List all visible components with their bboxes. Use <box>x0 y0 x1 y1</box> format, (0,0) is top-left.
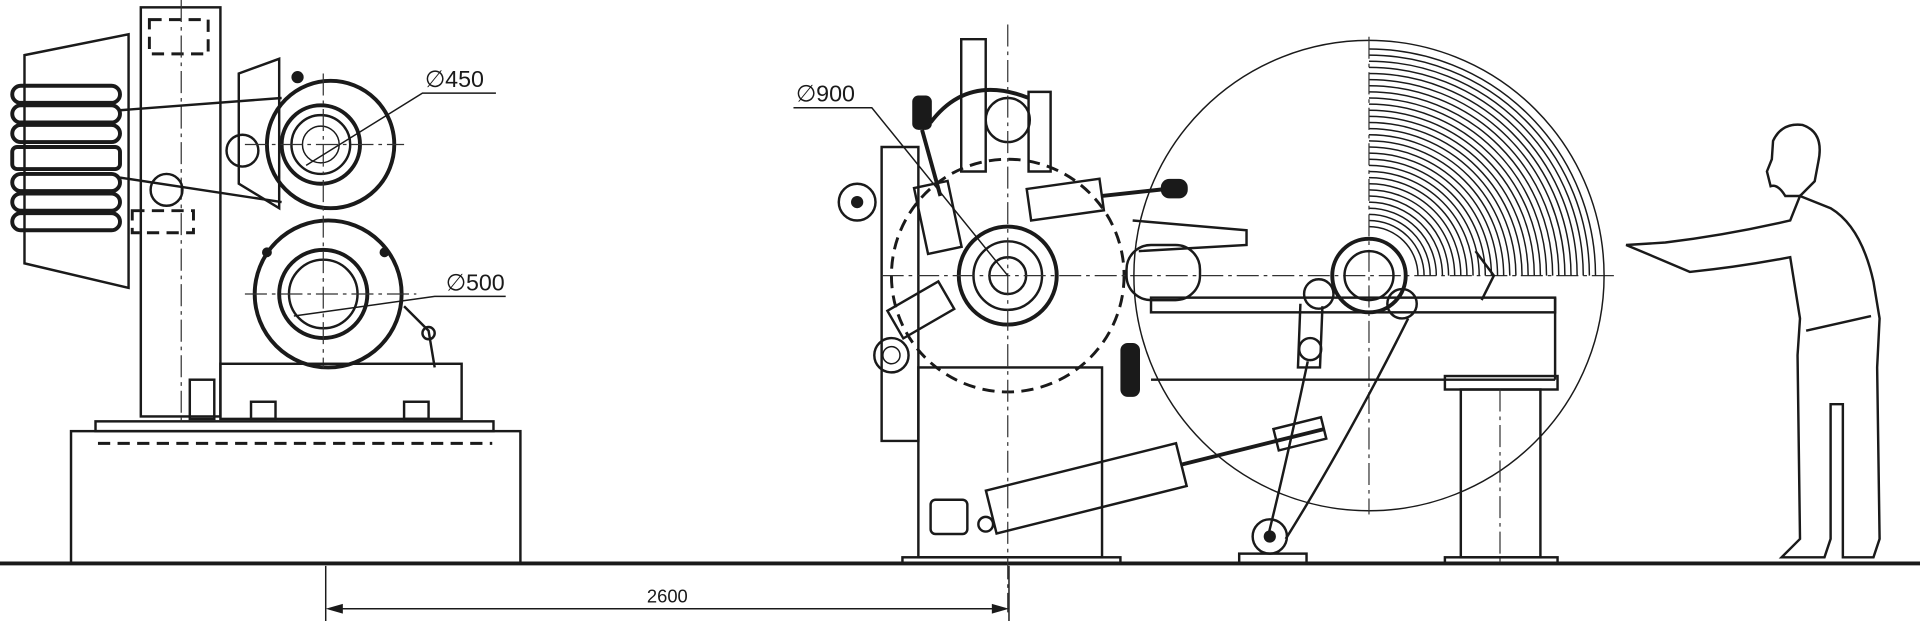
leader-line <box>305 92 496 166</box>
piston-rod <box>920 129 943 197</box>
frame-side <box>880 145 920 443</box>
winding-arc <box>1368 72 1572 276</box>
roll-base <box>219 362 463 421</box>
leg-foot <box>1443 556 1559 565</box>
small-cylinder <box>1025 177 1106 222</box>
winding-arc <box>1368 213 1431 276</box>
cylinder-mount <box>977 515 995 533</box>
foundation-block <box>69 429 522 565</box>
pivot-eye <box>873 336 910 374</box>
leader-line <box>793 107 1009 277</box>
winding-arc <box>1368 195 1450 276</box>
winding-arc <box>1368 225 1419 276</box>
leg-top-plate <box>1443 374 1559 391</box>
base-block <box>188 378 216 421</box>
winding-arc <box>1368 176 1468 276</box>
winding-arc <box>1368 207 1438 276</box>
pin <box>421 325 436 341</box>
pivot-base <box>1237 552 1308 565</box>
hidden-bracket <box>130 209 195 235</box>
winding-arc <box>1368 109 1536 276</box>
winding-arc <box>1368 158 1487 276</box>
linkage-arm <box>119 96 282 112</box>
clamp-block <box>885 279 956 341</box>
stop-block <box>1120 342 1140 397</box>
roller-arm <box>1296 303 1324 369</box>
idler-roller <box>1386 287 1418 320</box>
base-block <box>249 400 277 421</box>
arrowhead <box>991 603 1009 614</box>
reel-winding-arcs <box>1368 48 1597 276</box>
roll-bracket <box>237 57 281 211</box>
dimension-label: ∅450 <box>425 66 484 92</box>
dimension-2600: 2600 <box>324 565 1010 621</box>
winding-arc <box>1368 170 1474 276</box>
winding-arc <box>1368 60 1584 276</box>
knife-guide <box>1474 250 1496 301</box>
cylinder-cap <box>1160 178 1188 199</box>
winding-arc <box>1368 152 1493 276</box>
base-block <box>402 400 430 421</box>
winding-arc <box>1368 115 1529 276</box>
linkage-arm <box>119 176 282 204</box>
winding-arc <box>1368 219 1425 276</box>
lever <box>403 305 436 368</box>
winding-arc <box>1368 201 1444 276</box>
dimension-label: ∅900 <box>796 81 855 107</box>
pivot-eye <box>837 182 877 222</box>
winding-arc <box>1368 85 1560 276</box>
pivot-pin <box>149 172 184 207</box>
base-plate <box>94 420 495 433</box>
cylinder-cap <box>912 95 932 130</box>
support-links <box>1266 317 1410 540</box>
pivot-pin <box>225 133 260 168</box>
left-calender-unit <box>10 0 522 565</box>
frame-upright <box>960 37 987 173</box>
dimension-diameter-500: ∅500 <box>293 269 506 317</box>
airbag-housing <box>23 32 130 290</box>
winding-arc <box>1368 140 1505 276</box>
dimension-diameter-450: ∅450 <box>305 66 496 166</box>
hydraulic-cylinder <box>984 415 1328 535</box>
swing-arm <box>929 87 1030 124</box>
idler-roller <box>1302 278 1335 310</box>
dimension-label: ∅500 <box>446 269 505 295</box>
hidden-bracket <box>147 18 210 56</box>
winding-arc <box>1368 133 1511 276</box>
leader-line <box>293 295 506 317</box>
airbag-stack <box>10 83 122 233</box>
winding-arc <box>1368 54 1591 276</box>
winding-arc <box>1368 189 1456 276</box>
winding-arc <box>1368 91 1554 276</box>
winding-arc <box>1368 66 1578 276</box>
pedestal-foot <box>901 556 1122 565</box>
winding-arc <box>1368 97 1548 276</box>
winding-drum-unit <box>837 24 1617 613</box>
dimension-label: 2600 <box>647 586 688 607</box>
frame-upright <box>1027 90 1052 173</box>
arrowhead <box>325 603 343 614</box>
winding-arc <box>1368 146 1499 276</box>
winding-arc <box>1368 182 1462 276</box>
access-cover <box>929 498 969 536</box>
piston-rod <box>1101 186 1170 198</box>
small-cylinder <box>912 179 964 256</box>
winding-arc <box>1368 103 1542 276</box>
pin <box>291 71 304 84</box>
reel <box>1133 36 1605 565</box>
winding-arc <box>1368 48 1597 276</box>
winding-arc <box>1368 127 1517 276</box>
pivot-pin <box>1297 336 1323 362</box>
operator-figure <box>1625 123 1881 559</box>
guide-roller <box>1125 243 1202 302</box>
guide-plate <box>1132 219 1248 253</box>
winding-arc <box>1368 78 1566 276</box>
dimension-diameter-900: ∅900 <box>793 81 1009 277</box>
winding-arc <box>1368 121 1523 276</box>
